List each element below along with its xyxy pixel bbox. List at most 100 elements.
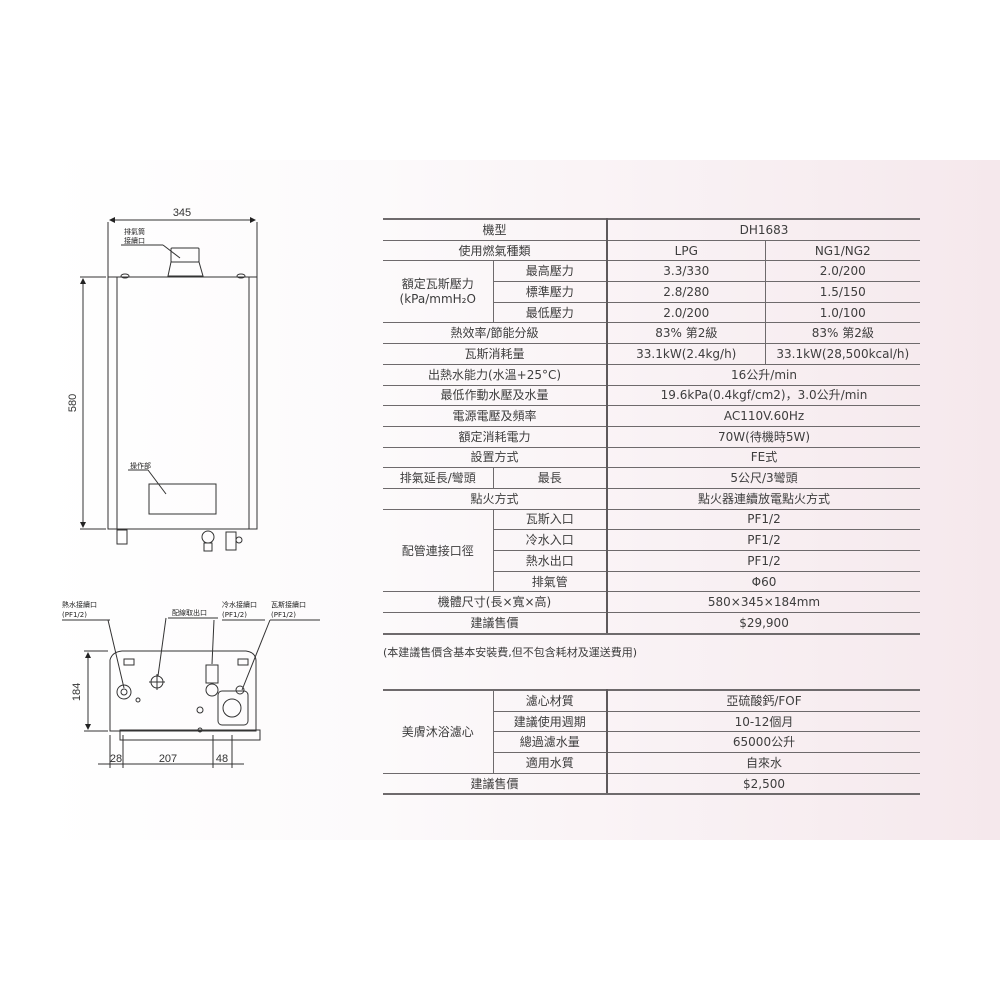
row-label: 點火方式 [383, 487, 609, 510]
price-note: (本建議售價含基本安裝費,但不包含耗材及運送費用) [383, 646, 638, 659]
dim-c-label: 48 [216, 753, 228, 765]
pressure-group-label-line1: 額定瓦斯壓力 [401, 276, 474, 291]
table-row: 額定瓦斯壓力 (kPa/mmH₂O 最高壓力 3.3/330 2.0/200 [383, 260, 921, 324]
cell-value: 10-12個月 [606, 710, 920, 733]
row-label: 最高壓力 [492, 260, 609, 283]
table-row: 瓦斯消耗量 33.1kW(2.4kg/h) 33.1kW(28,500kcal/… [383, 343, 921, 365]
table-row: 總過濾水量 65000公升 [383, 731, 920, 754]
cold-water-connection-spec: (PF1/2) [222, 611, 247, 619]
table-row: 建議售價 $2,500 [383, 772, 920, 796]
table-row: 電源電壓及頻率 AC110V.60Hz [383, 405, 921, 427]
table-row: 建議售價 $29,900 [383, 612, 921, 635]
cell-value: 2.0/200 [606, 301, 766, 324]
front-view [80, 217, 258, 552]
row-label: 最低作動水壓及水量 [383, 384, 609, 407]
table-row: 美膚沐浴濾心 濾心材質 亞硫酸鈣/FOF [383, 688, 920, 774]
width-dimension-label: 345 [173, 207, 191, 219]
table-row: 熱效率/節能分級 83% 第2級 83% 第2級 [383, 322, 921, 345]
filter-spec-table: 美膚沐浴濾心 濾心材質 亞硫酸鈣/FOF 建議使用週期 10-12個月 總過濾水… [383, 688, 920, 796]
row-label: 適用水質 [493, 752, 608, 774]
row-label: 瓦斯消耗量 [383, 343, 609, 365]
gas-type-lpg: LPG [606, 239, 766, 262]
row-label: 機型 [383, 217, 609, 241]
depth-dimension-label: 184 [71, 683, 83, 701]
table-row: 機型 DH1683 [383, 217, 921, 241]
height-dimension-label: 580 [67, 394, 79, 412]
row-label: 電源電壓及頻率 [383, 405, 609, 427]
cell-value: 580×345×184mm [606, 591, 921, 614]
cell-value: 3.3/330 [606, 260, 766, 283]
gas-connection-spec: (PF1/2) [271, 611, 296, 619]
cell-value: 83% 第2級 [606, 322, 766, 345]
table-row: 配管連接口徑 瓦斯入口 PF1/2 [383, 508, 921, 593]
cell-value: 33.1kW(2.4kg/h) [606, 343, 766, 365]
row-label: 設置方式 [383, 446, 609, 469]
pressure-group-label: 額定瓦斯壓力 (kPa/mmH₂O [383, 260, 494, 324]
row-label: 使用燃氣種類 [383, 239, 609, 262]
cell-value: 2.8/280 [606, 281, 766, 303]
row-sublabel: 最長 [492, 467, 609, 489]
row-label: 濾心材質 [492, 688, 608, 712]
dim-a-label: 28 [110, 753, 122, 765]
cell-value: 83% 第2級 [764, 322, 921, 345]
wiring-outlet-label: 配線取出口 [172, 608, 207, 617]
control-panel-label: 操作部 [130, 461, 151, 470]
cell-value: PF1/2 [606, 508, 921, 531]
cell-value: 5公尺/3彎頭 [606, 467, 921, 489]
table-row: 適用水質 自來水 [383, 752, 920, 774]
row-label: 總過濾水量 [493, 731, 608, 754]
row-label: 建議售價 [383, 772, 608, 796]
hot-water-connection-label: 熱水接續口 [62, 600, 97, 609]
row-label: 冷水入口 [493, 529, 609, 551]
cell-value: 1.5/150 [764, 281, 921, 303]
price-value: $2,500 [606, 772, 920, 796]
pressure-group-label-line2: (kPa/mmH₂O [399, 291, 476, 306]
cell-value: 自來水 [606, 752, 920, 774]
row-label: 瓦斯入口 [492, 508, 609, 531]
cell-value: AC110V.60Hz [606, 405, 921, 427]
cell-value: FE式 [606, 446, 921, 469]
cell-value: PF1/2 [606, 529, 921, 551]
cell-value: 1.0/100 [764, 301, 921, 324]
table-row: 出熱水能力(水溫+25°C) 16公升/min [383, 363, 921, 386]
row-label: 機體尺寸(長×寬×高) [383, 591, 609, 614]
table-row: 機體尺寸(長×寬×高) 580×345×184mm [383, 591, 921, 614]
row-label: 排氣延長/彎頭 [383, 467, 494, 489]
cell-value: 亞硫酸鈣/FOF [606, 688, 920, 712]
table-row: 設置方式 FE式 [383, 446, 921, 469]
dim-b-label: 207 [159, 753, 177, 765]
exhaust-connection-label: 排氣筒 [124, 227, 145, 236]
table-row: 點火方式 點火器連續放電點火方式 [383, 487, 921, 510]
table-row: 最低作動水壓及水量 19.6kPa(0.4kgf/cm2)，3.0公升/min [383, 384, 921, 407]
table-row: 額定消耗電力 70W(待機時5W) [383, 425, 921, 448]
table-row: 排氣延長/彎頭 最長 5公尺/3彎頭 [383, 467, 921, 489]
cell-value: 65000公升 [606, 731, 920, 754]
cold-water-connection-label: 冷水接續口 [222, 600, 257, 609]
model-value: DH1683 [606, 217, 921, 241]
row-label: 建議售價 [383, 612, 609, 635]
cell-value: Φ60 [606, 570, 921, 593]
table-row: 使用燃氣種類 LPG NG1/NG2 [383, 239, 921, 262]
cell-value: 19.6kPa(0.4kgf/cm2)，3.0公升/min [606, 384, 921, 407]
cell-value: 70W(待機時5W) [606, 425, 921, 448]
water-heater-spec-table: 機型 DH1683 使用燃氣種類 LPG NG1/NG2 額定瓦斯壓力 (kPa… [383, 217, 921, 635]
gas-type-ng: NG1/NG2 [764, 239, 921, 262]
row-label: 建議使用週期 [493, 710, 608, 733]
gas-connection-label: 瓦斯接續口 [271, 600, 306, 609]
row-label: 最低壓力 [493, 301, 609, 324]
bottom-view [62, 617, 320, 768]
row-label: 標準壓力 [493, 281, 609, 303]
filter-group-label: 美膚沐浴濾心 [383, 688, 494, 774]
row-label: 熱效率/節能分級 [383, 322, 609, 345]
exhaust-connection-label-2: 接續口 [124, 236, 145, 245]
hot-water-connection-spec: (PF1/2) [62, 611, 87, 619]
technical-drawing: 345 580 排氣筒 接續口 操作部 [62, 207, 320, 768]
cell-value: 16公升/min [606, 363, 921, 386]
row-label: 出熱水能力(水溫+25°C) [383, 363, 609, 386]
price-value: $29,900 [606, 612, 921, 635]
row-label: 熱水出口 [493, 550, 609, 572]
row-label: 額定消耗電力 [383, 425, 609, 448]
cell-value: PF1/2 [606, 550, 921, 572]
cell-value: 33.1kW(28,500kcal/h) [764, 343, 921, 365]
row-label: 排氣管 [493, 570, 609, 593]
